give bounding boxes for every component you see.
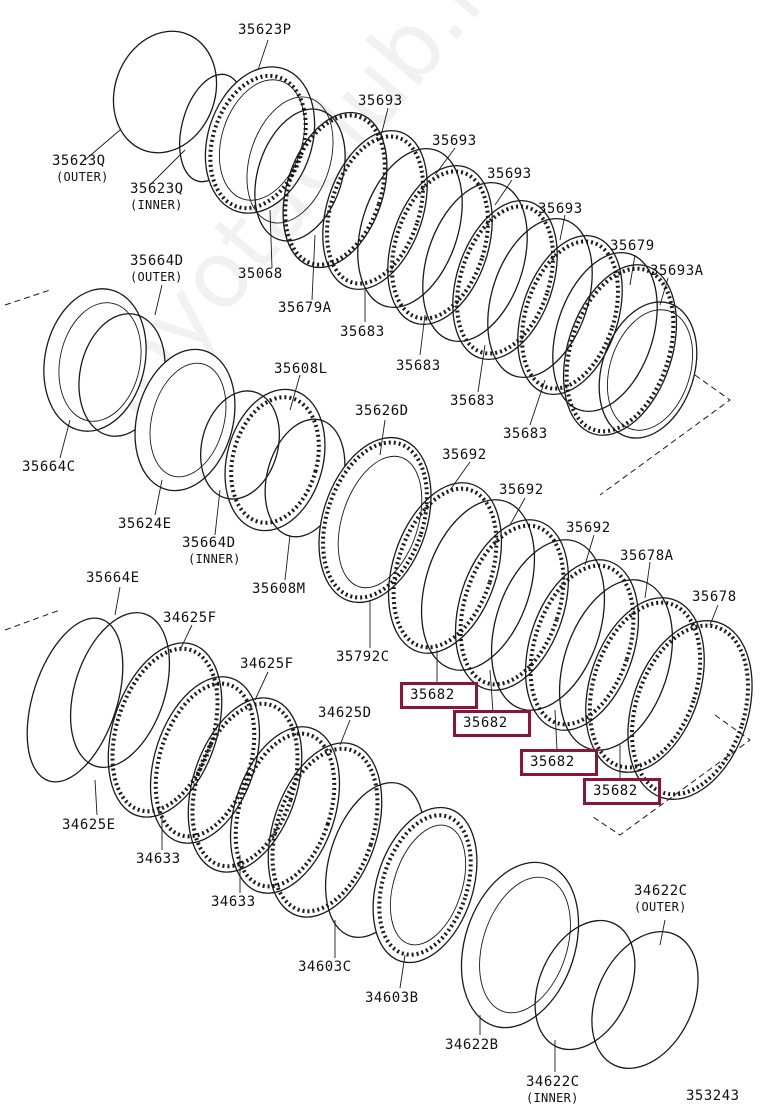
label-35068: 35068 <box>238 266 283 282</box>
label-35664D-inner-note: (INNER) <box>188 552 241 566</box>
label-35623P: 35623P <box>238 22 292 38</box>
plate-35678 <box>627 620 753 800</box>
drum-35664C <box>43 288 147 432</box>
label-35693-d: 35693 <box>538 201 583 217</box>
label-34633-b: 34633 <box>211 894 256 910</box>
highlight-35682-a <box>400 682 478 709</box>
label-34625F-a: 34625F <box>163 610 217 626</box>
plate-35683-b <box>422 181 528 343</box>
label-35679A: 35679A <box>278 300 332 316</box>
label-34622C-inner: 34622C <box>526 1074 580 1090</box>
label-34625F-b: 34625F <box>240 656 294 672</box>
disc-35693-a <box>322 129 428 291</box>
label-34622C-inner-note: (INNER) <box>526 1091 579 1105</box>
plate-35678A <box>585 597 705 773</box>
label-35682-b: 35682 <box>463 715 508 731</box>
middle-clutch-group <box>43 288 753 800</box>
disc-35693-b <box>387 164 493 326</box>
o-ring-34622C-inner <box>534 919 636 1051</box>
highlight-35682-d <box>583 778 661 805</box>
label-35692-c: 35692 <box>566 520 611 536</box>
label-35664D-outer: 35664D <box>130 253 184 269</box>
plate-35682-b <box>490 539 606 711</box>
label-34603C: 34603C <box>298 959 352 975</box>
o-ring-35623Q-outer <box>112 30 218 154</box>
drum-35623P <box>204 66 316 214</box>
disc-35692-b <box>454 519 570 691</box>
label-35608L: 35608L <box>274 361 328 377</box>
plate-35683-d <box>552 251 658 413</box>
label-35682-a: 35682 <box>410 687 455 703</box>
label-35683-a: 35683 <box>340 324 385 340</box>
label-35664C: 35664C <box>22 459 76 475</box>
plate-35682-c <box>558 579 674 751</box>
disc-35693-d <box>517 234 623 396</box>
plate-34625F-a <box>107 642 223 818</box>
label-35623Q-outer: 35623Q <box>52 153 106 169</box>
snap-ring-35068 <box>254 108 346 242</box>
plate-34625F-b <box>187 697 303 873</box>
label-35693-a: 35693 <box>358 93 403 109</box>
label-35683-d: 35683 <box>503 426 548 442</box>
label-35678A: 35678A <box>620 548 674 564</box>
label-35664D-inner: 35664D <box>182 535 236 551</box>
leader-lines <box>59 39 719 1072</box>
label-35792C: 35792C <box>336 649 390 665</box>
label-34603B: 34603B <box>365 990 419 1006</box>
plate-35682-a <box>420 499 536 671</box>
diagram-number: 353243 <box>686 1088 740 1104</box>
label-34633-a: 34633 <box>136 851 181 867</box>
o-ring-35664D-inner <box>199 390 281 500</box>
highlight-35682-b <box>453 710 531 737</box>
label-35664E: 35664E <box>86 570 140 586</box>
plate-35679 <box>562 264 678 436</box>
label-35623Q-inner-note: (INNER) <box>130 198 183 212</box>
label-35682-d: 35682 <box>593 783 638 799</box>
plate-35683-a <box>357 147 463 309</box>
disc-35692-c <box>524 559 640 731</box>
label-35693-c: 35693 <box>487 166 532 182</box>
label-34625D: 34625D <box>318 705 372 721</box>
spring-35608L <box>224 388 326 532</box>
label-35664D-outer-note: (OUTER) <box>130 270 183 284</box>
label-35692-a: 35692 <box>442 447 487 463</box>
label-35623Q-inner: 35623Q <box>130 181 184 197</box>
disc-34633-b <box>229 726 341 894</box>
snap-ring-35693A <box>598 301 698 439</box>
highlight-35682-c <box>520 749 598 776</box>
plate-35683-c <box>487 217 593 379</box>
label-35682-c: 35682 <box>530 754 575 770</box>
label-35678: 35678 <box>692 589 737 605</box>
label-35626D: 35626D <box>355 403 409 419</box>
label-35608M: 35608M <box>252 581 306 597</box>
bottom-clutch-group <box>26 612 699 1069</box>
label-35624E: 35624E <box>118 516 172 532</box>
label-35693A: 35693A <box>650 263 704 279</box>
label-35692-b: 35692 <box>499 482 544 498</box>
snap-ring-35664E <box>69 612 171 768</box>
label-34622C-outer: 34622C <box>634 883 688 899</box>
disc-35693-c <box>452 199 558 361</box>
label-35683-b: 35683 <box>396 358 441 374</box>
label-35683-c: 35683 <box>450 393 495 409</box>
label-35679: 35679 <box>610 238 655 254</box>
hub-35792C <box>318 436 432 604</box>
label-35623Q-outer-note: (OUTER) <box>56 170 109 184</box>
snap-ring-34625E <box>26 617 124 783</box>
label-34622C-outer-note: (OUTER) <box>634 900 687 914</box>
plate-34625D <box>267 742 383 918</box>
piston-34622B <box>460 861 580 1029</box>
label-35693-b: 35693 <box>432 133 477 149</box>
disc-35692-a <box>387 482 503 654</box>
o-ring-34622C-outer <box>591 931 699 1069</box>
piston-35624E <box>134 348 236 492</box>
label-34625E: 34625E <box>62 817 116 833</box>
label-34622B: 34622B <box>445 1037 499 1053</box>
